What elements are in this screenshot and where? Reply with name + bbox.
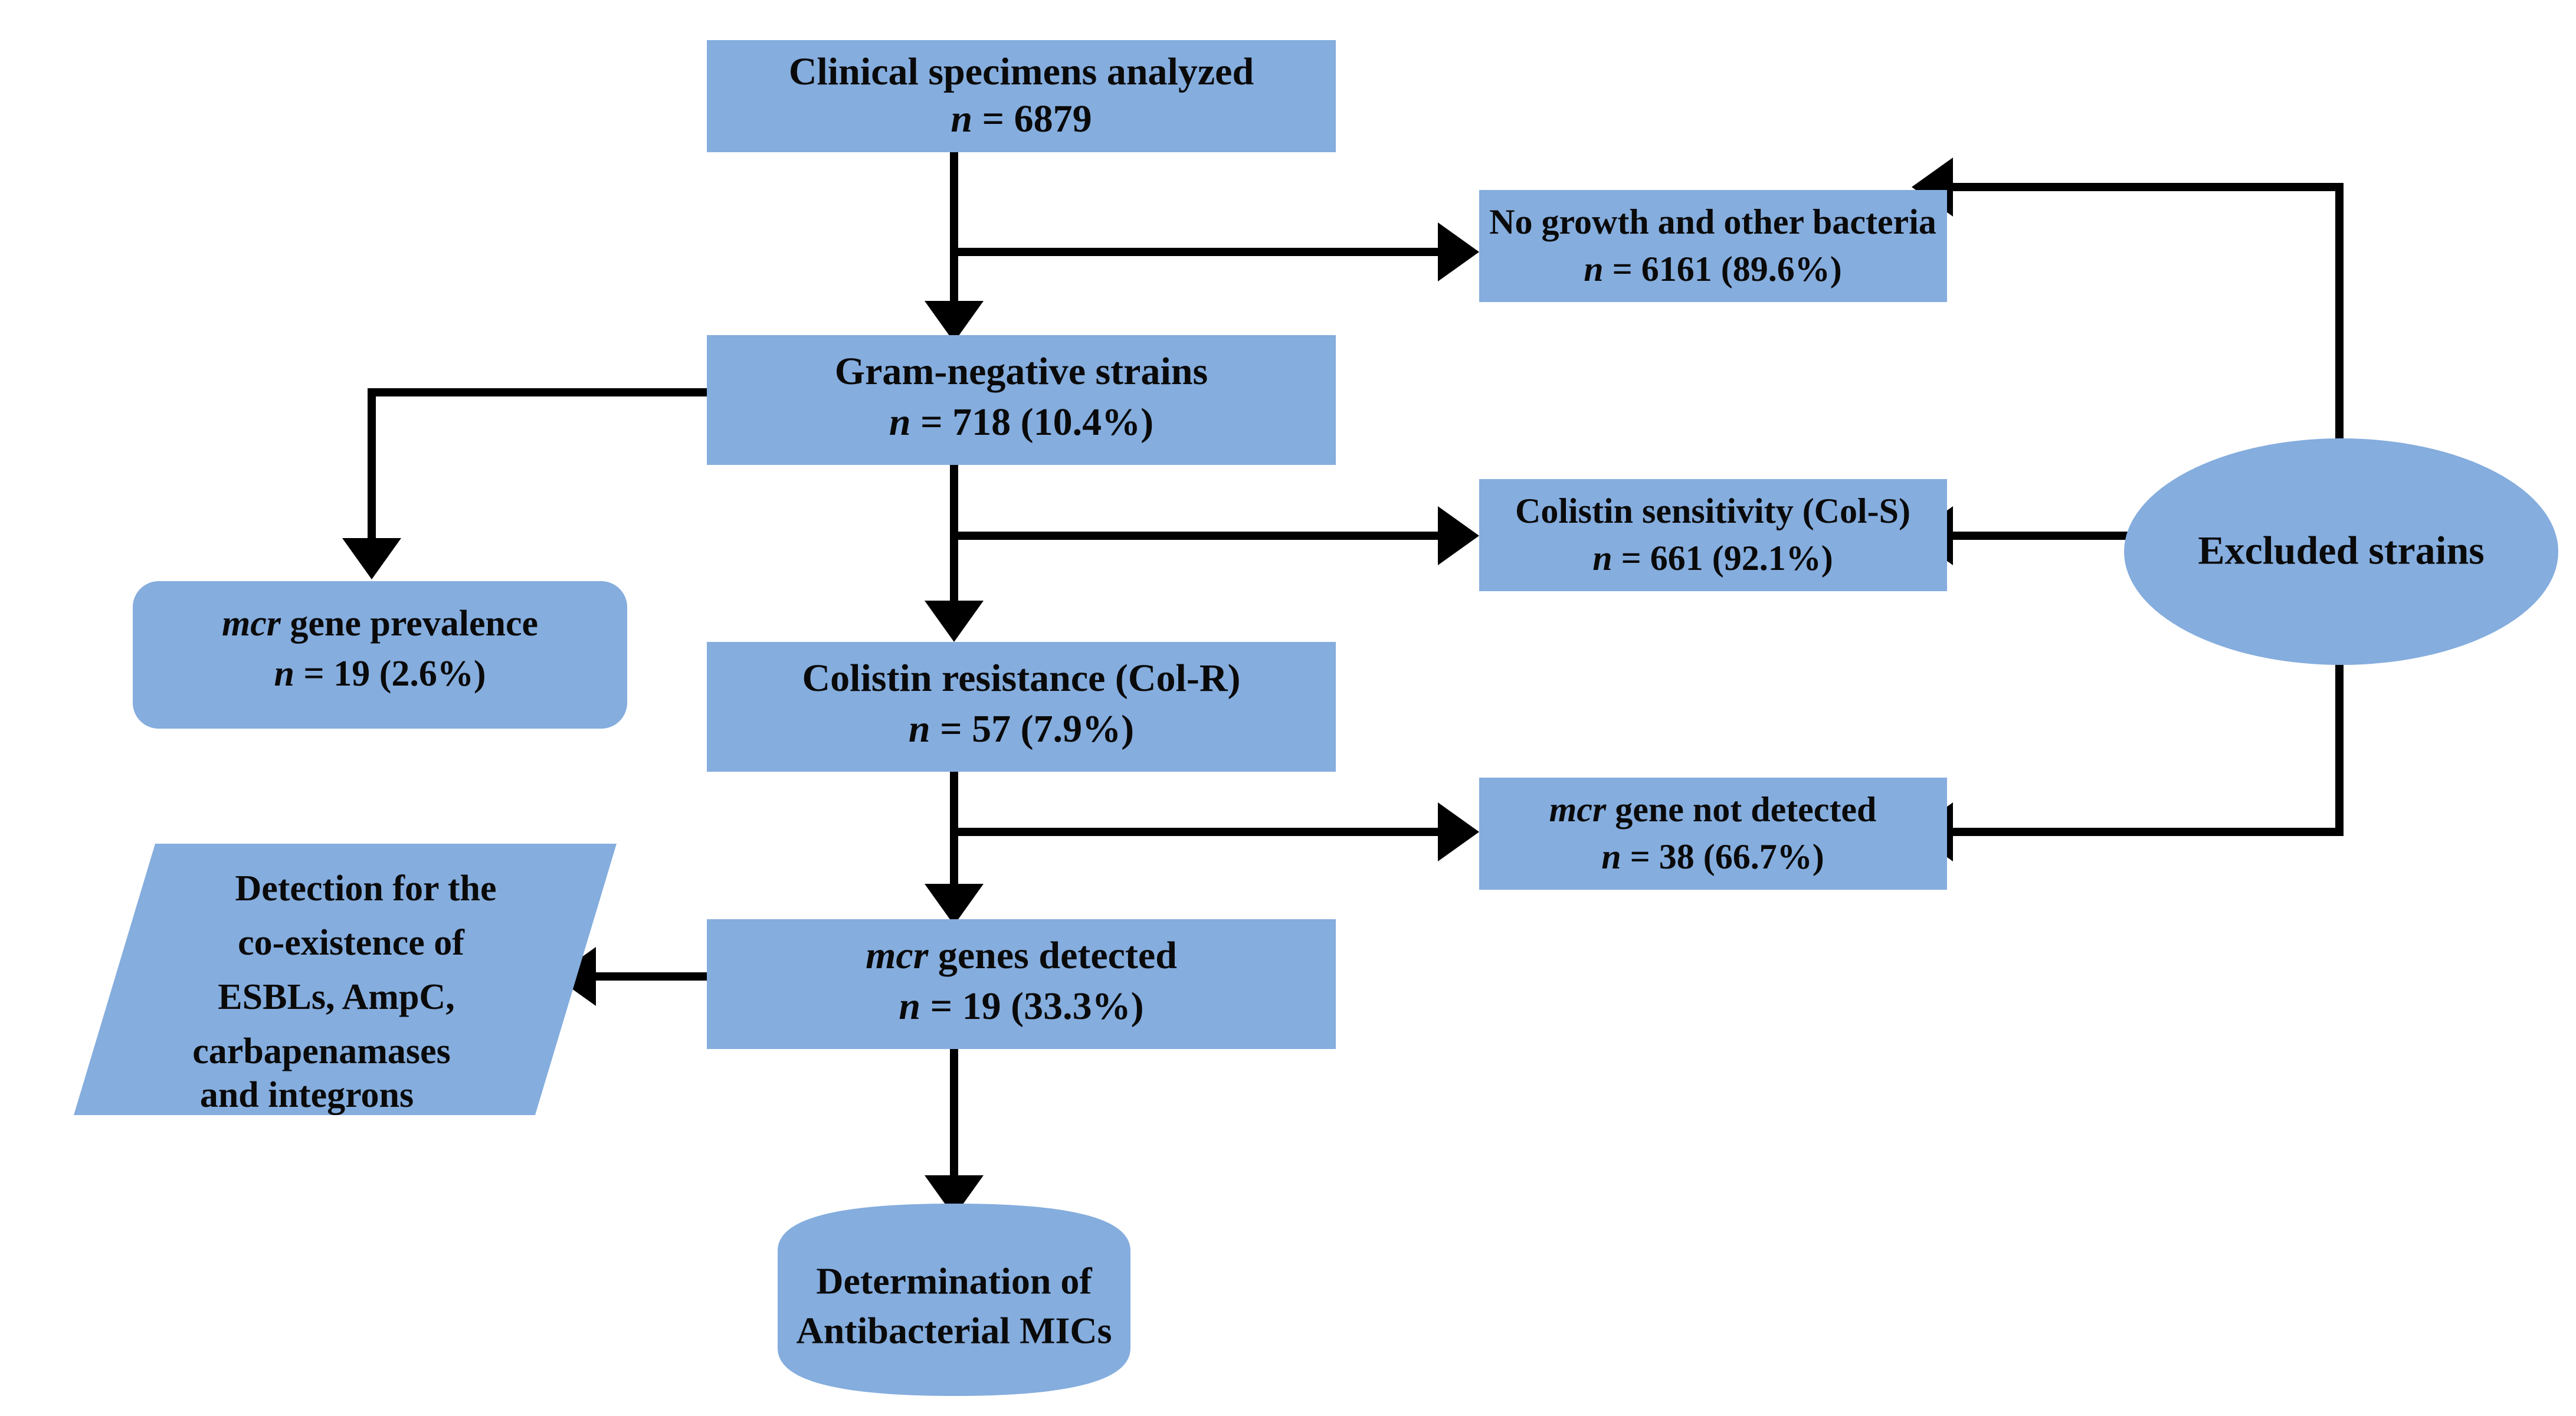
node-gram-negative-shape	[707, 335, 1336, 465]
node-gram-negative-count: = 718 (10.4%)	[911, 401, 1154, 444]
edge-excluded-to-nogrowth	[1912, 158, 2344, 442]
node-no-growth[interactable]: No growth and other bacteria n = 6161 (8…	[1479, 190, 1947, 302]
node-co-existence-detection[interactable]: Detection for the co-existence of ESBLs,…	[74, 844, 617, 1115]
arrowhead-down	[925, 1175, 984, 1217]
node-mcr-prevalence-count: = 19 (2.6%)	[294, 654, 486, 694]
svg-text:n = 19 (2.6%): n = 19 (2.6%)	[274, 654, 486, 694]
node-colistin-sensitivity-shape	[1479, 479, 1947, 591]
node-colistin-sensitivity-count: = 661 (92.1%)	[1613, 539, 1833, 578]
node-colistin-sensitivity-line1: Colistin sensitivity (Col-S)	[1515, 491, 1910, 530]
node-no-growth-count: = 6161 (89.6%)	[1604, 250, 1842, 289]
node-no-growth-shape	[1479, 190, 1947, 302]
svg-text:n = 38 (66.7%): n = 38 (66.7%)	[1601, 837, 1824, 876]
svg-text:mcr gene prevalence: mcr gene prevalence	[222, 604, 538, 644]
node-co-existence-line-1: co-existence of	[238, 923, 465, 963]
arrowhead-down	[342, 538, 401, 579]
node-mcr-not-detected-count: = 38 (66.7%)	[1621, 837, 1824, 876]
node-mic-line-1: Antibacterial MICs	[796, 1310, 1112, 1352]
svg-text:n = 19 (33.3%): n = 19 (33.3%)	[899, 985, 1143, 1028]
arrowhead-down	[925, 601, 984, 642]
node-co-existence-line-0: Detection for the	[235, 868, 496, 909]
node-clinical-specimens[interactable]: Clinical specimens analyzed n = 6879	[707, 40, 1336, 152]
svg-text:n = 661 (92.1%): n = 661 (92.1%)	[1592, 539, 1833, 578]
node-gram-negative[interactable]: Gram-negative strains n = 718 (10.4%)	[707, 335, 1336, 465]
edge-colistinresistance-to-mcrnotdetected	[954, 802, 1479, 861]
node-mcr-not-detected-shape	[1479, 778, 1947, 890]
edge-clinical-to-nogrowth	[954, 222, 1479, 281]
node-excluded-strains[interactable]: Excluded strains	[2124, 438, 2558, 665]
svg-text:mcr gene not detected: mcr gene not detected	[1549, 790, 1877, 829]
node-colistin-resistance-shape	[707, 642, 1336, 772]
node-colistin-sensitivity[interactable]: Colistin sensitivity (Col-S) n = 661 (92…	[1479, 479, 1947, 591]
node-mcr-detected[interactable]: mcr genes detected n = 19 (33.3%)	[707, 919, 1336, 1049]
edge-clinical-to-gramnegative	[925, 152, 984, 342]
arrowhead-down	[925, 884, 984, 925]
arrowhead-right	[1438, 222, 1479, 281]
node-colistin-resistance-count: = 57 (7.9%)	[930, 707, 1135, 750]
node-mcr-prevalence[interactable]: mcr gene prevalence n = 19 (2.6%)	[133, 581, 627, 729]
arrowhead-right	[1438, 506, 1479, 565]
node-excluded-strains-shape	[2124, 438, 2558, 665]
node-colistin-resistance-line1: Colistin resistance (Col-R)	[802, 657, 1240, 700]
node-colistin-resistance[interactable]: Colistin resistance (Col-R) n = 57 (7.9%…	[707, 642, 1336, 772]
node-mcr-detected-shape	[707, 919, 1336, 1049]
edge-excluded-to-mcrnotdetected	[1912, 661, 2344, 861]
edge-gramnegative-to-colistinresistance	[925, 465, 984, 642]
connector-layer	[342, 152, 2344, 1217]
edge-gramnegative-to-mcrprevalence	[342, 388, 707, 579]
svg-text:n = 57 (7.9%): n = 57 (7.9%)	[909, 707, 1134, 750]
node-mcr-prevalence-shape	[133, 581, 627, 729]
node-clinical-specimens-n-italic: n	[951, 97, 972, 140]
arrowhead-right	[1438, 802, 1479, 861]
node-mcr-not-detected-n-italic: n	[1601, 837, 1621, 876]
node-mcr-detected-n-italic: n	[899, 985, 920, 1028]
svg-text:mcr genes detected: mcr genes detected	[866, 934, 1177, 977]
node-clinical-specimens-count: = 6879	[972, 97, 1092, 140]
node-mcr-detected-line1-rest: genes detected	[928, 934, 1177, 977]
node-mcr-not-detected-gene-italic: mcr	[1549, 790, 1607, 829]
node-mcr-detected-count: = 19 (33.3%)	[920, 985, 1144, 1028]
node-no-growth-n-italic: n	[1584, 250, 1603, 289]
node-co-existence-line-4: and integrons	[200, 1075, 414, 1115]
node-colistin-resistance-n-italic: n	[909, 707, 930, 750]
svg-text:n = 6879: n = 6879	[951, 97, 1092, 140]
edge-gramnegative-to-colistinsensitivity	[954, 506, 1479, 565]
node-co-existence-detection-shape	[74, 844, 617, 1115]
node-co-existence-line-2: ESBLs, AmpC,	[218, 977, 454, 1017]
node-mic-determination[interactable]: Determination of Antibacterial MICs	[778, 1204, 1130, 1396]
node-gram-negative-n-italic: n	[889, 401, 911, 444]
edge-colistinresistance-to-mcrdetected	[925, 772, 984, 925]
node-mcr-prevalence-n-italic: n	[274, 654, 294, 694]
node-mcr-detected-gene-italic: mcr	[866, 934, 929, 977]
svg-text:n = 6161 (89.6%): n = 6161 (89.6%)	[1584, 250, 1842, 289]
arrowhead-down	[925, 301, 984, 342]
node-mic-determination-shape	[778, 1204, 1130, 1396]
node-co-existence-line-3: carbapenamases	[192, 1031, 450, 1071]
node-clinical-specimens-shape	[707, 40, 1336, 152]
node-colistin-sensitivity-n-italic: n	[1592, 539, 1612, 578]
node-mcr-not-detected[interactable]: mcr gene not detected n = 38 (66.7%)	[1479, 778, 1947, 890]
node-mcr-prevalence-line1-rest: gene prevalence	[281, 604, 538, 644]
node-gram-negative-line1: Gram-negative strains	[835, 350, 1208, 393]
node-clinical-specimens-line1: Clinical specimens analyzed	[789, 50, 1254, 93]
svg-text:n = 718 (10.4%): n = 718 (10.4%)	[889, 401, 1153, 444]
node-no-growth-line1: No growth and other bacteria	[1489, 202, 1936, 241]
edge-mcrdetected-to-mic	[925, 1049, 984, 1217]
node-mcr-not-detected-line1-rest: gene not detected	[1606, 790, 1876, 829]
node-excluded-strains-label: Excluded strains	[2198, 528, 2485, 573]
node-mic-line-0: Determination of	[816, 1260, 1092, 1302]
node-mcr-prevalence-gene-italic: mcr	[222, 604, 281, 644]
